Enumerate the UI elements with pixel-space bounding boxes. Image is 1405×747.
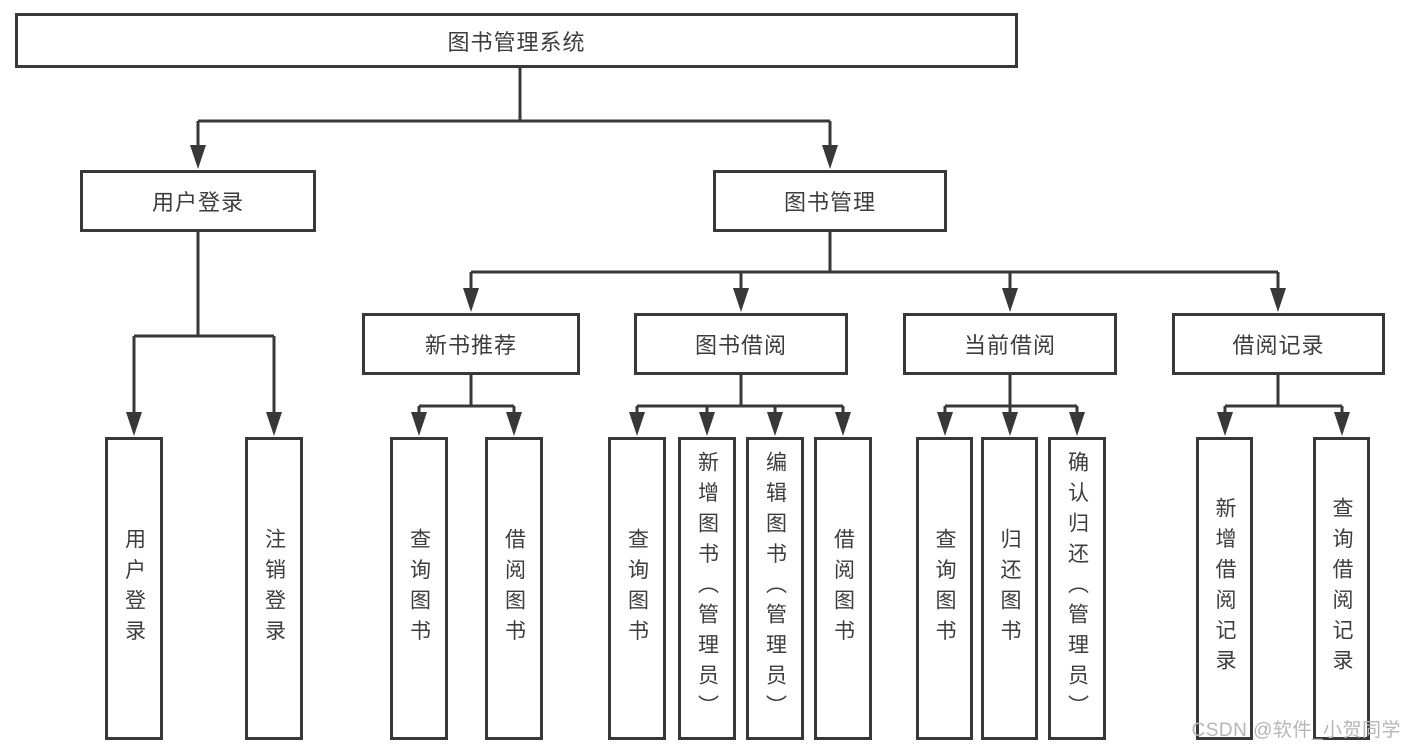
leaf-add-borrow-record: 新增借阅记录: [1196, 437, 1253, 740]
node-library-system: 图书管理系统: [15, 13, 1018, 68]
leaf-query-books-recommend: 查询图书: [390, 437, 448, 740]
node-label: 查询图书: [407, 527, 431, 650]
node-book-management: 图书管理: [713, 170, 947, 232]
node-label: 借阅图书: [831, 527, 855, 650]
leaf-query-books-borrow: 查询图书: [608, 437, 666, 740]
node-label: 借阅图书: [502, 527, 526, 650]
leaf-edit-books-admin: 编辑图书（管理员）: [746, 437, 804, 740]
leaf-borrow-books-recommend: 借阅图书: [485, 437, 543, 740]
node-label: 新书推荐: [424, 333, 517, 358]
leaf-borrow-books: 借阅图书: [814, 437, 872, 740]
node-label: 注销登录: [262, 527, 286, 650]
node-new-book-recommend: 新书推荐: [362, 313, 580, 375]
node-current-borrow: 当前借阅: [903, 313, 1117, 375]
node-borrow-records: 借阅记录: [1172, 313, 1385, 375]
node-label: 归还图书: [998, 527, 1021, 650]
leaf-query-borrow-record: 查询借阅记录: [1313, 437, 1370, 740]
node-label: 新增借阅记录: [1213, 497, 1236, 680]
leaf-add-books-admin: 新增图书（管理员）: [678, 437, 736, 740]
node-label: 用户登录: [122, 527, 146, 650]
csdn-watermark: CSDN @软件_小贺同学: [1191, 720, 1401, 741]
node-label: 编辑图书（管理员）: [763, 451, 787, 726]
node-label: 确认归还（管理员）: [1065, 451, 1089, 726]
node-label: 用户登录: [151, 190, 244, 215]
node-label: 新增图书（管理员）: [695, 451, 719, 726]
leaf-user-login: 用户登录: [105, 437, 163, 740]
node-label: 当前借阅: [963, 333, 1056, 358]
leaf-logout-login: 注销登录: [245, 437, 303, 740]
node-label: 查询借阅记录: [1330, 497, 1353, 680]
leaf-confirm-return-admin: 确认归还（管理员）: [1048, 437, 1106, 740]
leaf-query-books-current: 查询图书: [916, 437, 973, 740]
node-label: 借阅记录: [1232, 333, 1325, 358]
node-label: 查询图书: [625, 527, 649, 650]
node-label: 图书借阅: [694, 333, 787, 358]
node-label: 查询图书: [933, 527, 956, 650]
leaf-return-books: 归还图书: [981, 437, 1038, 740]
node-label: 图书管理系统: [447, 29, 586, 55]
node-book-borrow: 图书借阅: [634, 313, 848, 375]
node-label: 图书管理: [783, 190, 876, 215]
node-user-login: 用户登录: [80, 170, 316, 232]
